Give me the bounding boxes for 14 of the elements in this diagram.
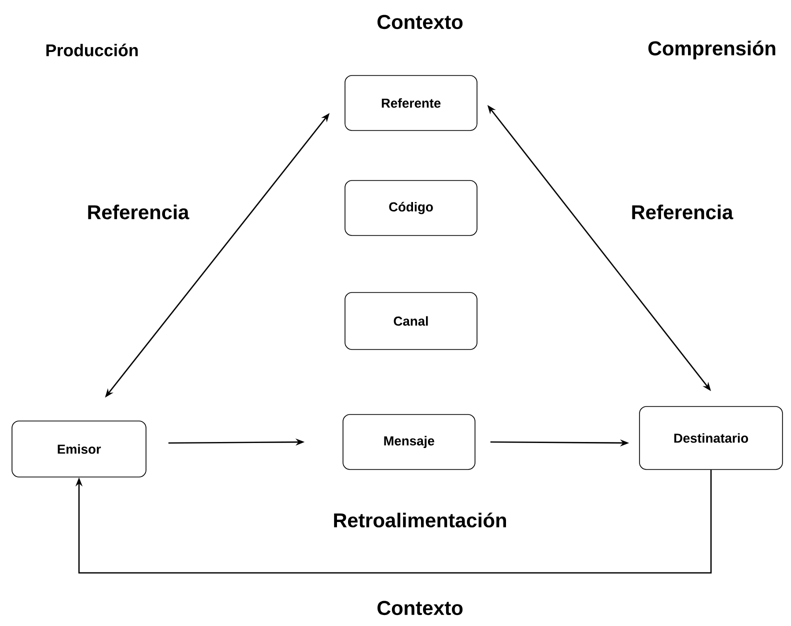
process-box: Referente [344,75,478,131]
text-label: Referencia [632,204,734,220]
process-box: Canal [344,292,478,350]
text-label: Contexto [378,14,463,30]
process-box: Mensaje [342,414,476,470]
arrow [75,470,712,574]
text-label: Contexto [378,600,463,616]
process-box: Código [344,180,478,236]
text-label: Referencia [88,204,190,220]
edge-label: Retroalimentación [330,510,510,530]
text-label: Producción [46,44,138,56]
text-label: Comprensión [648,40,776,60]
process-box: Emisor [12,420,146,478]
process-box: Destinatario [639,406,783,470]
